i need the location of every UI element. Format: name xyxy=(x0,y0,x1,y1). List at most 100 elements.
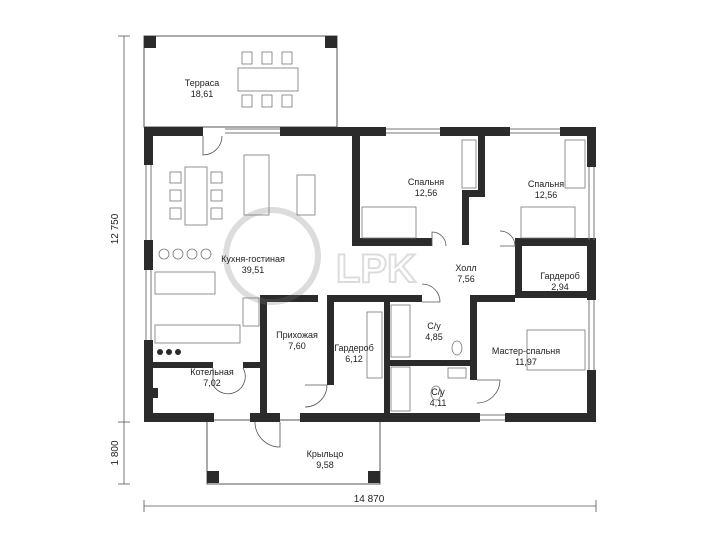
bed xyxy=(520,206,576,239)
hall-area: 7,56 xyxy=(457,274,475,284)
wall-bedroom1-left xyxy=(352,127,360,245)
windows xyxy=(145,128,595,421)
coffee-table xyxy=(296,174,316,216)
sofa xyxy=(243,154,270,216)
desk xyxy=(564,139,586,189)
wall-bedroom2-bottom xyxy=(515,238,596,246)
wall-right-upper xyxy=(587,127,596,167)
terrace-post xyxy=(325,36,337,48)
master-bed xyxy=(526,329,586,371)
bathtub xyxy=(390,304,411,358)
boiler-equipment xyxy=(153,349,181,398)
wall-boiler-right xyxy=(243,362,267,368)
dim-width-label: 14 870 xyxy=(354,494,385,505)
chair xyxy=(281,51,293,65)
wall-bath-mid xyxy=(384,360,474,366)
burner xyxy=(166,349,172,355)
wall-left-mid xyxy=(144,240,153,270)
dim-porch-label: 1 800 xyxy=(110,440,121,465)
chair xyxy=(261,94,273,108)
boiler-area: 7,02 xyxy=(203,378,221,388)
wall-top-right xyxy=(560,127,596,136)
wardrobe1-area: 2,94 xyxy=(551,282,569,292)
wall-wardrobe2-left xyxy=(327,295,334,385)
burner xyxy=(157,349,163,355)
wall-bottom-left xyxy=(144,413,214,422)
wall-wardrobe1-left xyxy=(515,238,522,298)
wall-right-lower xyxy=(587,370,596,422)
wardrobe2-name: Гардероб xyxy=(334,343,374,353)
wall-between-bedrooms xyxy=(478,127,485,197)
wall-wardrobe2-top xyxy=(327,295,422,302)
wall-bed-step xyxy=(462,190,485,197)
bath2-area: 4,11 xyxy=(430,398,447,408)
porch-post xyxy=(207,471,219,483)
bedroom2-name: Спальня xyxy=(528,179,564,189)
wall-left-lower xyxy=(144,340,153,422)
wardrobe1-name: Гардероб xyxy=(540,271,580,281)
chair xyxy=(261,51,273,65)
watermark: LPK xyxy=(223,207,417,305)
posts xyxy=(144,36,380,483)
wall-entry-left xyxy=(260,295,267,415)
dim-height-label: 12 750 xyxy=(110,213,121,244)
wall-bottom-right xyxy=(505,413,596,422)
chair xyxy=(210,207,223,220)
wall-left-upper xyxy=(144,127,153,165)
terrace-name: Терраса xyxy=(185,78,220,88)
chair xyxy=(281,94,293,108)
bedroom1-name: Спальня xyxy=(408,177,444,187)
wall-entry-top xyxy=(260,295,318,302)
door-swing xyxy=(499,230,516,247)
wall-top-left xyxy=(144,127,203,136)
chair xyxy=(241,51,253,65)
outdoor-outlines xyxy=(143,35,381,485)
bath1-area: 4,85 xyxy=(425,332,443,342)
kitchen-area: 39,51 xyxy=(242,265,265,275)
exterior-walls xyxy=(144,127,596,422)
chair xyxy=(169,189,182,202)
wall-bottom-mid2 xyxy=(300,413,480,422)
terrace-outline xyxy=(143,35,338,128)
entry-name: Прихожая xyxy=(276,330,318,340)
chair xyxy=(169,171,182,184)
door-swing xyxy=(304,384,328,408)
wall-bottom-mid xyxy=(250,413,280,422)
master-name: Мастер-спальня xyxy=(492,346,560,356)
kitchen-name: Кухня-гостиная xyxy=(221,254,285,264)
chair xyxy=(241,94,253,108)
wardrobe-unit xyxy=(242,297,260,327)
bath1-name: С/у xyxy=(427,321,441,331)
chair xyxy=(169,207,182,220)
porch-outline xyxy=(206,419,381,485)
boiler-name: Котельная xyxy=(190,367,234,377)
wall-boiler-top xyxy=(153,362,213,368)
wall-bath-right xyxy=(470,295,477,380)
wall-top-mid2 xyxy=(440,127,510,136)
wall-bath-left xyxy=(384,295,390,415)
wardrobe2-area: 6,12 xyxy=(345,354,363,364)
wall-top-mid xyxy=(280,127,386,136)
terrace-table xyxy=(237,67,299,92)
doors xyxy=(202,135,516,448)
stool xyxy=(186,248,198,260)
sink xyxy=(447,367,467,379)
door-swing xyxy=(421,283,441,303)
wall-right-mid xyxy=(587,240,596,300)
wall-bedroom1-bottom xyxy=(352,238,432,246)
room-labels: Терраса 18,61 Кухня-гостиная 39,51 Спаль… xyxy=(185,78,580,470)
door-swing xyxy=(254,421,281,448)
terrace-post xyxy=(144,36,156,48)
bedroom1-area: 12,56 xyxy=(415,188,438,198)
desk xyxy=(461,139,477,189)
terrace-area: 18,61 xyxy=(191,89,214,99)
interior-walls xyxy=(153,127,596,415)
door-swing xyxy=(476,379,501,404)
kitchen-counter xyxy=(154,271,216,295)
bath2-name: С/у xyxy=(431,387,445,397)
kitchen-run xyxy=(154,324,241,344)
entry-area: 7,60 xyxy=(288,341,306,351)
dimension-lines xyxy=(118,35,597,512)
porch-post xyxy=(368,471,380,483)
